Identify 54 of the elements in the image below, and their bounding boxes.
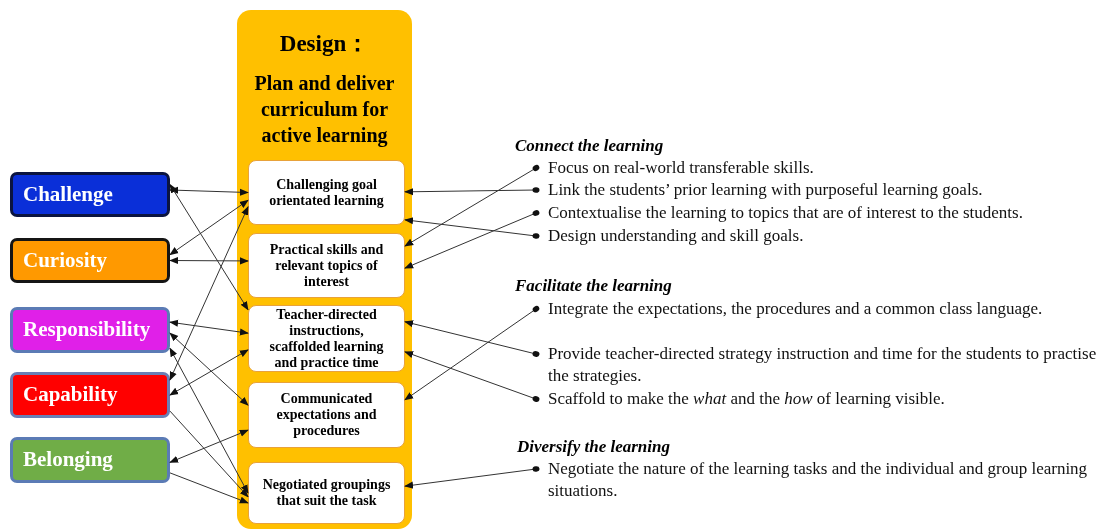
bullet-text: Design understanding and skill goals. (548, 226, 804, 245)
value-box (10, 437, 170, 483)
arrow (169, 206, 249, 381)
arrow (404, 351, 540, 402)
arrow (404, 466, 540, 489)
arrow (169, 199, 249, 256)
box-text: Teacher-directed instructions, scaffolded learning and practice time (268, 306, 385, 371)
value-box (10, 238, 170, 283)
process-box (248, 382, 405, 448)
panel-subtitle: Plan and deliver curriculum for active learning (253, 71, 396, 148)
arrow (169, 349, 249, 396)
group-panel (237, 10, 412, 529)
section-heading: Connect the learning (515, 135, 664, 157)
value-box (10, 172, 170, 217)
box-text: Communicated expectations and procedures (275, 391, 378, 439)
section-heading: Diversify the learning (517, 436, 670, 458)
panel-title: Design： (278, 30, 371, 58)
box-text: Practical skills and relevant topics of interest (268, 241, 385, 290)
arrow (169, 319, 249, 336)
value-box (10, 372, 170, 418)
process-box (248, 462, 405, 524)
value-text: Curiosity (23, 246, 107, 274)
bullet-text: Focus on real-world transferable skills. (548, 158, 814, 177)
process-box (248, 305, 405, 372)
arrow (404, 320, 540, 357)
bullet-text: Link the students’ prior learning with purposeful learning goals. (548, 180, 983, 199)
arrow (404, 305, 540, 401)
arrow (169, 332, 249, 406)
value-box (10, 307, 170, 353)
value-text: Responsibility (23, 316, 151, 344)
bullet-text: Provide teacher-directed strategy instruction and time for the students to practise the strategies. (548, 344, 1097, 385)
arrow (169, 256, 249, 265)
arrow (404, 210, 540, 269)
bullet-text: Integrate the expectations, the procedures and a common class language. (548, 299, 1043, 318)
process-box (248, 160, 405, 225)
section-heading: Facilitate the learning (515, 275, 672, 297)
bullet-text: Contextualise the learning to topics that are of interest to the students. (548, 203, 1023, 222)
arrow (404, 187, 540, 196)
arrow (169, 472, 249, 504)
arrow (404, 217, 540, 239)
value-text: Capability (23, 381, 118, 409)
bullet-text: Negotiate the nature of the learning tasks and the individual and group learning situations. (548, 459, 1088, 500)
value-text: Challenge (23, 180, 113, 208)
bullet-text: Scaffold to make the what and the how of learning visible. (548, 389, 945, 408)
arrow (169, 429, 249, 463)
arrow (169, 186, 249, 196)
process-box (248, 233, 405, 298)
arrow (169, 183, 249, 311)
arrow (169, 410, 249, 498)
box-text: Challenging goal orientated learning (268, 176, 385, 209)
arrow (404, 165, 540, 247)
box-text: Negotiated groupings that suit the task (261, 477, 392, 509)
arrow (169, 347, 249, 494)
value-text: Belonging (23, 446, 113, 474)
